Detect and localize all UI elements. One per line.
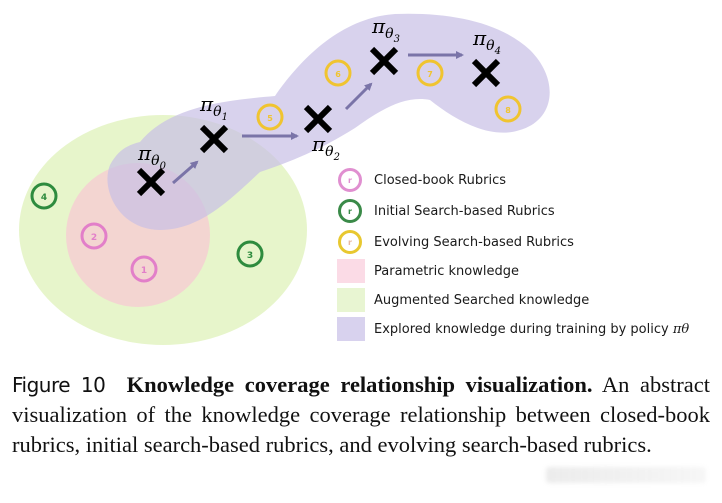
policy-symbol: πθ (672, 321, 690, 337)
legend-label: Evolving Search-based Rubrics (374, 234, 574, 250)
policy-label-4: πθ4 (472, 26, 501, 57)
svg-text:5: 5 (267, 114, 273, 123)
policy-label-3: πθ3 (371, 14, 400, 45)
parametric-swatch (337, 259, 365, 283)
evolving-search-rubric-icon: r (338, 230, 362, 254)
initial-search-rubric-icon: r (338, 199, 362, 223)
explored-swatch (337, 317, 365, 341)
caption-body: An abstract visualization of the knowled… (12, 372, 711, 457)
legend-item-closed-book: r Closed-book Rubrics (337, 166, 506, 194)
svg-text:4: 4 (41, 193, 47, 203)
closed-book-rubric-icon: r (338, 168, 362, 192)
arrow-0-1 (172, 160, 199, 185)
legend-label: Initial Search-based Rubrics (374, 203, 555, 219)
policy-marker-2 (303, 104, 333, 134)
legend-item-initial-search: r Initial Search-based Rubrics (337, 197, 555, 225)
rubric-2: 2 (80, 222, 108, 250)
arrow-2-3 (344, 82, 373, 111)
legend-item-evolving-search: r Evolving Search-based Rubrics (337, 228, 574, 256)
svg-text:1: 1 (141, 266, 147, 276)
policy-label-1: πθ1 (199, 92, 228, 123)
rubric-4: 4 (30, 182, 58, 210)
policy-label-0: πθ0 (137, 141, 167, 172)
rubric-8: 8 (494, 95, 522, 123)
augmented-swatch (337, 288, 365, 312)
legend-label: Closed-book Rubrics (374, 172, 506, 188)
svg-text:8: 8 (505, 106, 511, 115)
legend-item-parametric: Parametric knowledge (337, 257, 519, 285)
rubric-5: 5 (256, 103, 284, 131)
rubric-7: 7 (416, 59, 444, 87)
knowledge-coverage-diagram: πθ0 πθ1 πθ2 πθ3 πθ4 1 2 3 4 5 6 7 8 (19, 13, 550, 345)
rubric-1: 1 (130, 255, 158, 283)
svg-text:7: 7 (427, 70, 433, 79)
policy-marker-1 (199, 124, 229, 154)
legend-item-explored: Explored knowledge during training by po… (337, 315, 689, 343)
rubric-6: 6 (324, 59, 352, 87)
legend-label: Explored knowledge during training by po… (374, 321, 690, 337)
policy-marker-0 (136, 167, 166, 197)
svg-text:6: 6 (335, 70, 341, 79)
policy-marker-4 (471, 58, 501, 88)
caption-title: Knowledge coverage relationship visualiz… (126, 372, 593, 397)
figure-caption: Figure 10 Knowledge coverage relationshi… (12, 370, 710, 460)
figure-number: Figure 10 (12, 373, 106, 397)
svg-text:3: 3 (247, 251, 253, 261)
explored-knowledge-region (107, 13, 550, 230)
svg-text:2: 2 (91, 233, 97, 243)
legend-label: Augmented Searched knowledge (374, 292, 590, 308)
policy-marker-3 (369, 46, 399, 76)
legend-label: Parametric knowledge (374, 263, 519, 279)
policy-label-2: πθ2 (311, 132, 340, 163)
rubric-3: 3 (236, 240, 264, 268)
watermark (546, 467, 706, 483)
legend-item-augmented: Augmented Searched knowledge (337, 286, 589, 314)
